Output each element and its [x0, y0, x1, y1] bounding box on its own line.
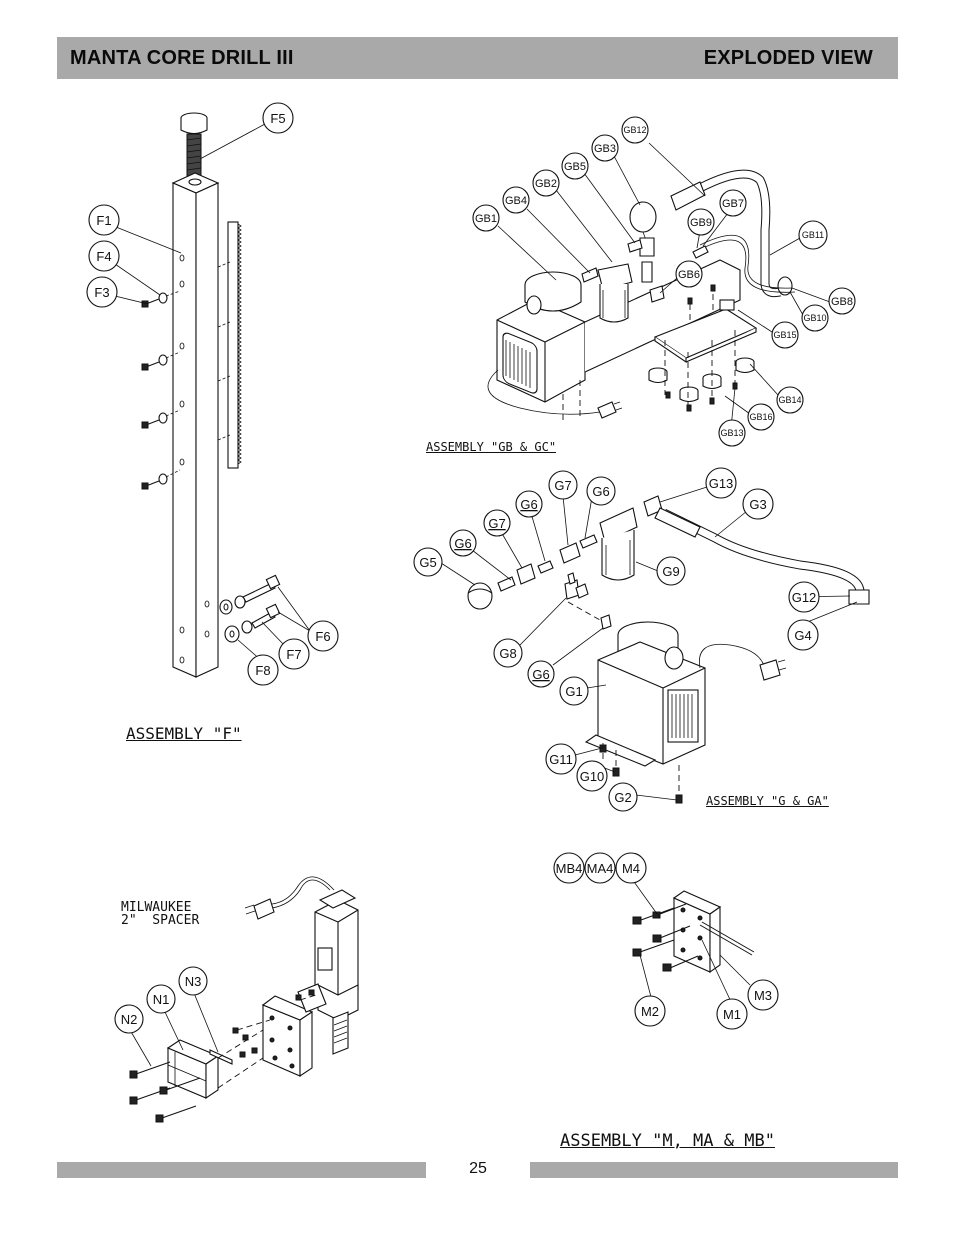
callout-MB4: MB4 — [556, 861, 583, 876]
callout-N1: N1 — [153, 992, 170, 1007]
assembly-m-caption: ASSEMBLY "M, MA & MB" — [560, 1131, 775, 1151]
callout-N3: N3 — [185, 974, 202, 989]
callout-GB12: GB12 — [623, 125, 646, 135]
callout-N2: N2 — [121, 1012, 138, 1027]
callout-GB7: GB7 — [722, 198, 744, 210]
footer-bar-left — [57, 1162, 426, 1178]
assembly-g-caption: ASSEMBLY "G & GA" — [706, 794, 829, 808]
callout-GB4: GB4 — [505, 195, 527, 207]
assembly-gb-caption: ASSEMBLY "GB & GC" — [426, 440, 557, 454]
callout-M1: M1 — [723, 1007, 741, 1022]
callout-MA4: MA4 — [587, 861, 614, 876]
page-header: MANTA CORE DRILL III EXPLODED VIEW — [57, 37, 898, 79]
callout-F5: F5 — [270, 111, 285, 126]
callout-GB14: GB14 — [778, 395, 801, 405]
callout-GB16: GB16 — [749, 412, 772, 422]
callout-GB3: GB3 — [594, 143, 616, 155]
assembly-n-callouts: N3 N1 N2 — [114, 966, 208, 1034]
assembly-f-callouts: F5 F1 F4 F3 F6 F7 F8 — [86, 102, 339, 686]
callout-G2: G2 — [614, 790, 631, 805]
callout-GB8: GB8 — [831, 296, 853, 308]
callout-GB15: GB15 — [773, 330, 796, 340]
milwaukee-note-line1: MILWAUKEE — [121, 900, 192, 915]
page-number: 25 — [469, 1160, 487, 1177]
assembly-n-drawing — [129, 876, 359, 1123]
callout-G5: G5 — [419, 555, 436, 570]
footer-bar-right — [530, 1162, 898, 1178]
callout-G6-b: G6 — [592, 484, 609, 499]
callout-GB9: GB9 — [690, 217, 712, 229]
assembly-m-callouts: MB4 MA4 M4 M3 M2 M1 — [553, 852, 779, 1030]
assembly-m-drawing — [631, 878, 755, 1007]
milwaukee-note-line2: 2" SPACER — [121, 913, 200, 928]
callout-GB11: GB11 — [802, 230, 824, 240]
manual-title: MANTA CORE DRILL III — [70, 47, 294, 69]
callout-F8: F8 — [255, 663, 270, 678]
callout-M2: M2 — [641, 1004, 659, 1019]
assembly-g-drawing — [440, 486, 870, 804]
section-title: EXPLODED VIEW — [703, 47, 873, 69]
assembly-gb-callouts: GB12 GB3 GB5 GB2 GB4 GB1 GB7 GB9 GB11 GB… — [472, 116, 856, 447]
assembly-f-caption: ASSEMBLY "F" — [126, 724, 242, 743]
assembly-gb-drawing — [487, 142, 831, 429]
callout-G7-b: G7 — [554, 478, 571, 493]
callout-G6-a: G6 — [520, 497, 537, 512]
callout-G12: G12 — [792, 590, 817, 605]
callout-GB1: GB1 — [475, 213, 497, 225]
callout-G7-a: G7 — [488, 516, 505, 531]
callout-G10: G10 — [580, 769, 605, 784]
callout-M3: M3 — [754, 988, 772, 1003]
assembly-g-callouts: G7 G6 G6 G7 G6 G5 G13 G3 G9 G12 G4 G8 G6… — [413, 467, 820, 812]
callout-F1: F1 — [96, 213, 111, 228]
callout-F7: F7 — [286, 647, 301, 662]
callout-G6-d: G6 — [532, 667, 549, 682]
callout-G6-c: G6 — [454, 536, 471, 551]
callout-G1: G1 — [565, 684, 582, 699]
callout-F4: F4 — [96, 249, 111, 264]
callout-G4: G4 — [794, 628, 811, 643]
callout-G9: G9 — [662, 564, 679, 579]
callout-G8: G8 — [499, 646, 516, 661]
assembly-f-drawing — [114, 112, 311, 678]
callout-G11: G11 — [549, 752, 573, 767]
callout-GB2: GB2 — [535, 178, 557, 190]
callout-GB13: GB13 — [720, 428, 743, 438]
callout-G3: G3 — [749, 497, 766, 512]
callout-G13: G13 — [709, 476, 734, 491]
callout-GB6: GB6 — [678, 269, 700, 281]
callout-GB10: GB10 — [803, 313, 826, 323]
callout-F6: F6 — [315, 629, 330, 644]
callout-GB5: GB5 — [564, 161, 586, 173]
callout-M4: M4 — [622, 861, 640, 876]
callout-F3: F3 — [94, 285, 109, 300]
